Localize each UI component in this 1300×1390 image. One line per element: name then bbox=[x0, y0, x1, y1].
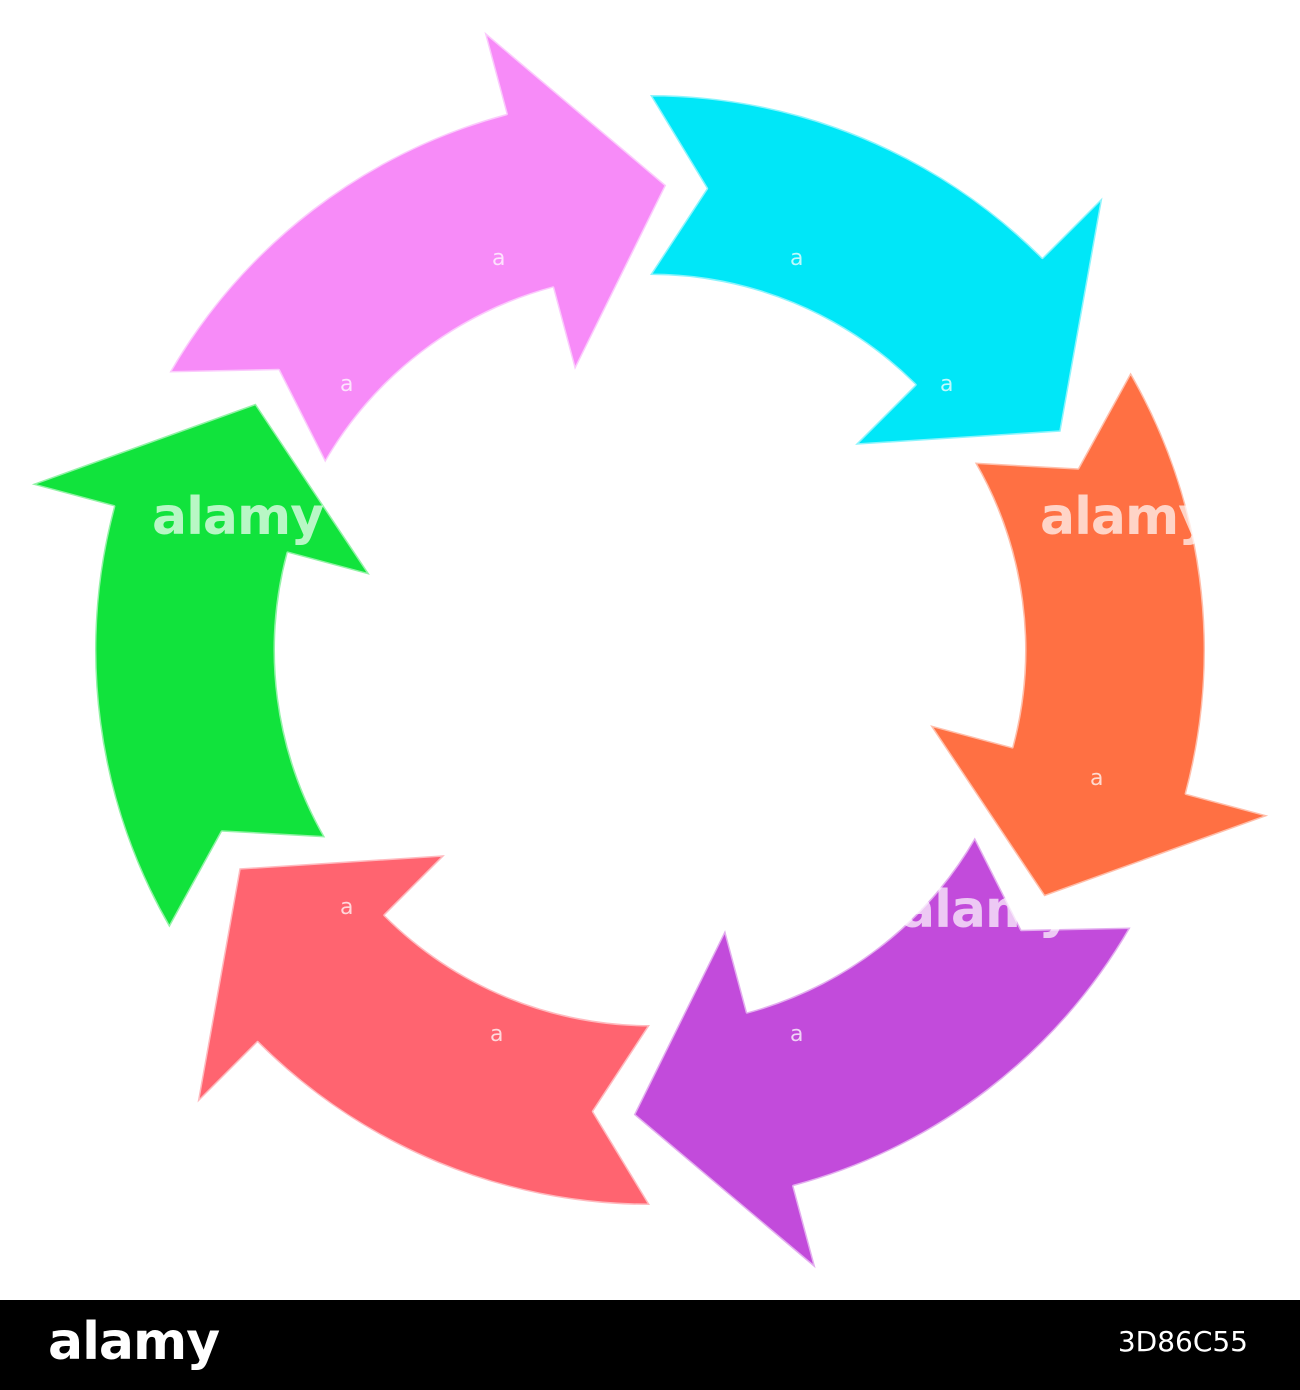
cyan-arrow bbox=[648, 93, 1104, 447]
red-arrow bbox=[196, 853, 652, 1207]
image-id: 3D86C55 bbox=[1117, 1325, 1248, 1358]
cycle-diagram: a a a a a a a a a a alamy alamy alamy bbox=[30, 30, 1270, 1270]
purple-arrow bbox=[632, 836, 1133, 1270]
pink-arrow bbox=[167, 30, 668, 464]
green-arrow bbox=[30, 402, 372, 929]
alamy-logo: alamy bbox=[48, 1312, 220, 1372]
orange-arrow bbox=[928, 371, 1270, 898]
footer-bar: alamy 3D86C55 bbox=[0, 1300, 1300, 1390]
cycle-arrows bbox=[30, 30, 1270, 1270]
